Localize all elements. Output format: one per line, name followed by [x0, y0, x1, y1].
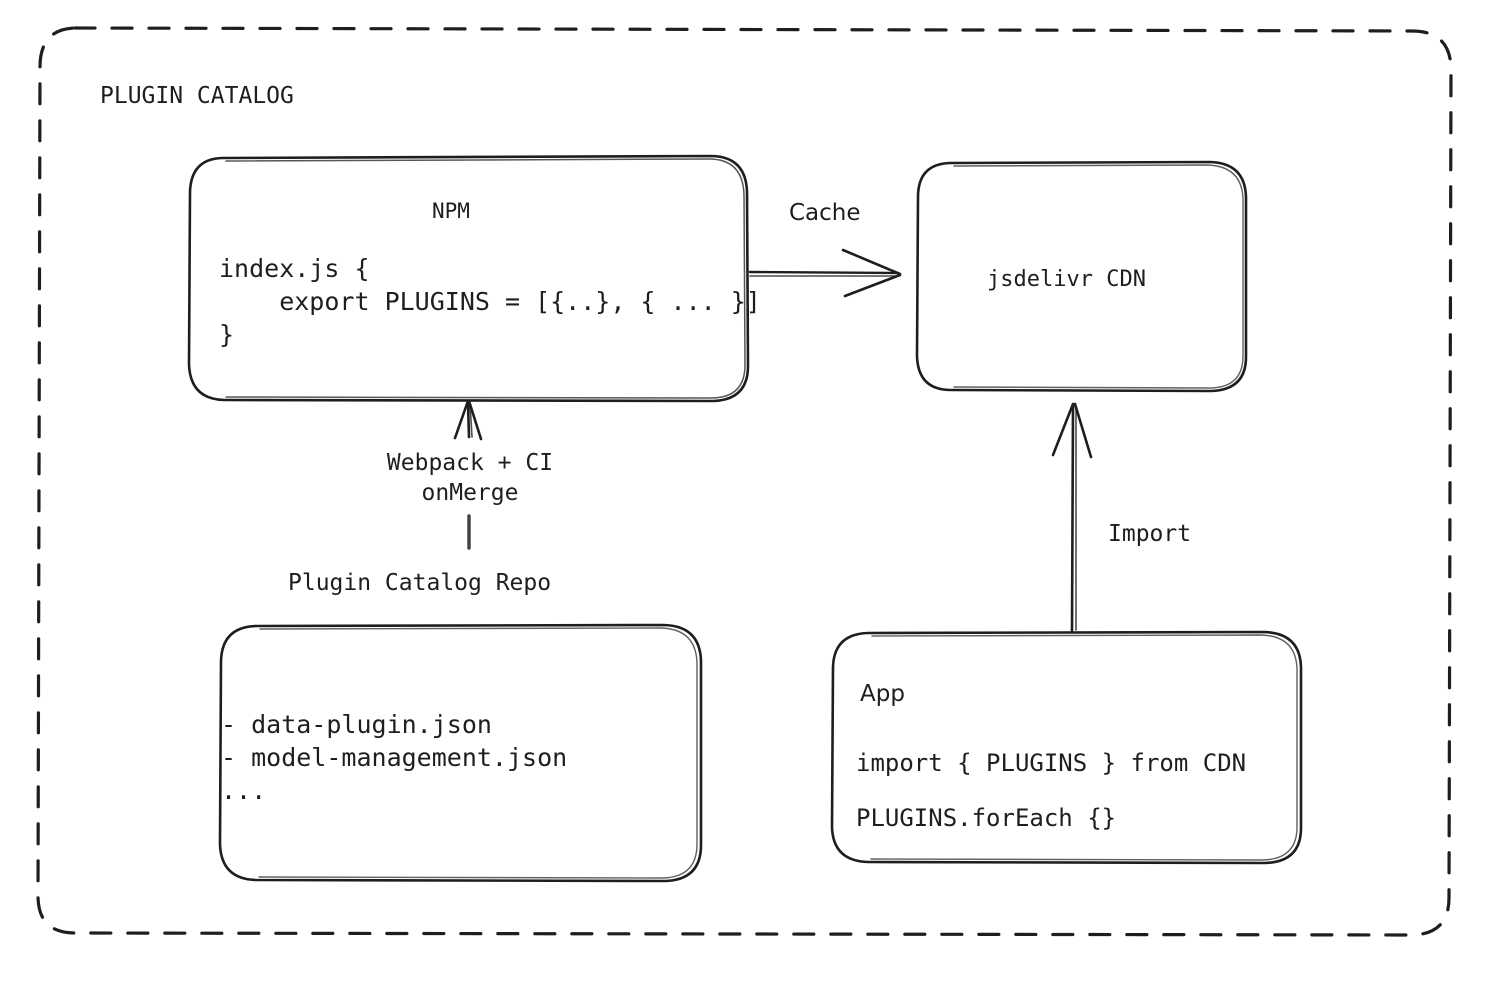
repo-box-border-2 — [258, 627, 698, 879]
import-edge-label: Import — [1108, 521, 1192, 547]
cdn-box-border — [915, 160, 1248, 393]
app-node-title: App — [860, 681, 905, 707]
app-node-code: import { PLUGINS } from CDN PLUGINS.forE… — [856, 749, 1247, 833]
npm-box-border-2 — [225, 158, 746, 399]
import-arrow — [1051, 402, 1093, 633]
repo-box-border — [218, 623, 703, 883]
plugin-catalog-group-border — [36, 26, 1453, 937]
npm-box-border — [187, 154, 750, 403]
app-box-border-2 — [870, 634, 1298, 861]
cdn-box-border-2 — [953, 164, 1244, 389]
cdn-node-title: jsdelivr CDN — [987, 267, 1146, 292]
repo-node-title: Plugin Catalog Repo — [288, 570, 552, 596]
cache-edge-label: Cache — [789, 200, 861, 226]
npm-node-title: NPM — [432, 199, 470, 223]
webpack-ci-edge-label: Webpack + CI onMerge — [386, 450, 554, 507]
cache-arrow — [748, 248, 902, 298]
webpack-ci-arrow — [453, 399, 483, 550]
app-box-border — [830, 630, 1303, 865]
npm-node-code: index.js { export PLUGINS = [{..}, { ...… — [219, 254, 761, 349]
repo-node-file-list: - data-plugin.json - model-management.js… — [221, 710, 568, 805]
plugin-catalog-title: PLUGIN CATALOG — [100, 83, 294, 109]
